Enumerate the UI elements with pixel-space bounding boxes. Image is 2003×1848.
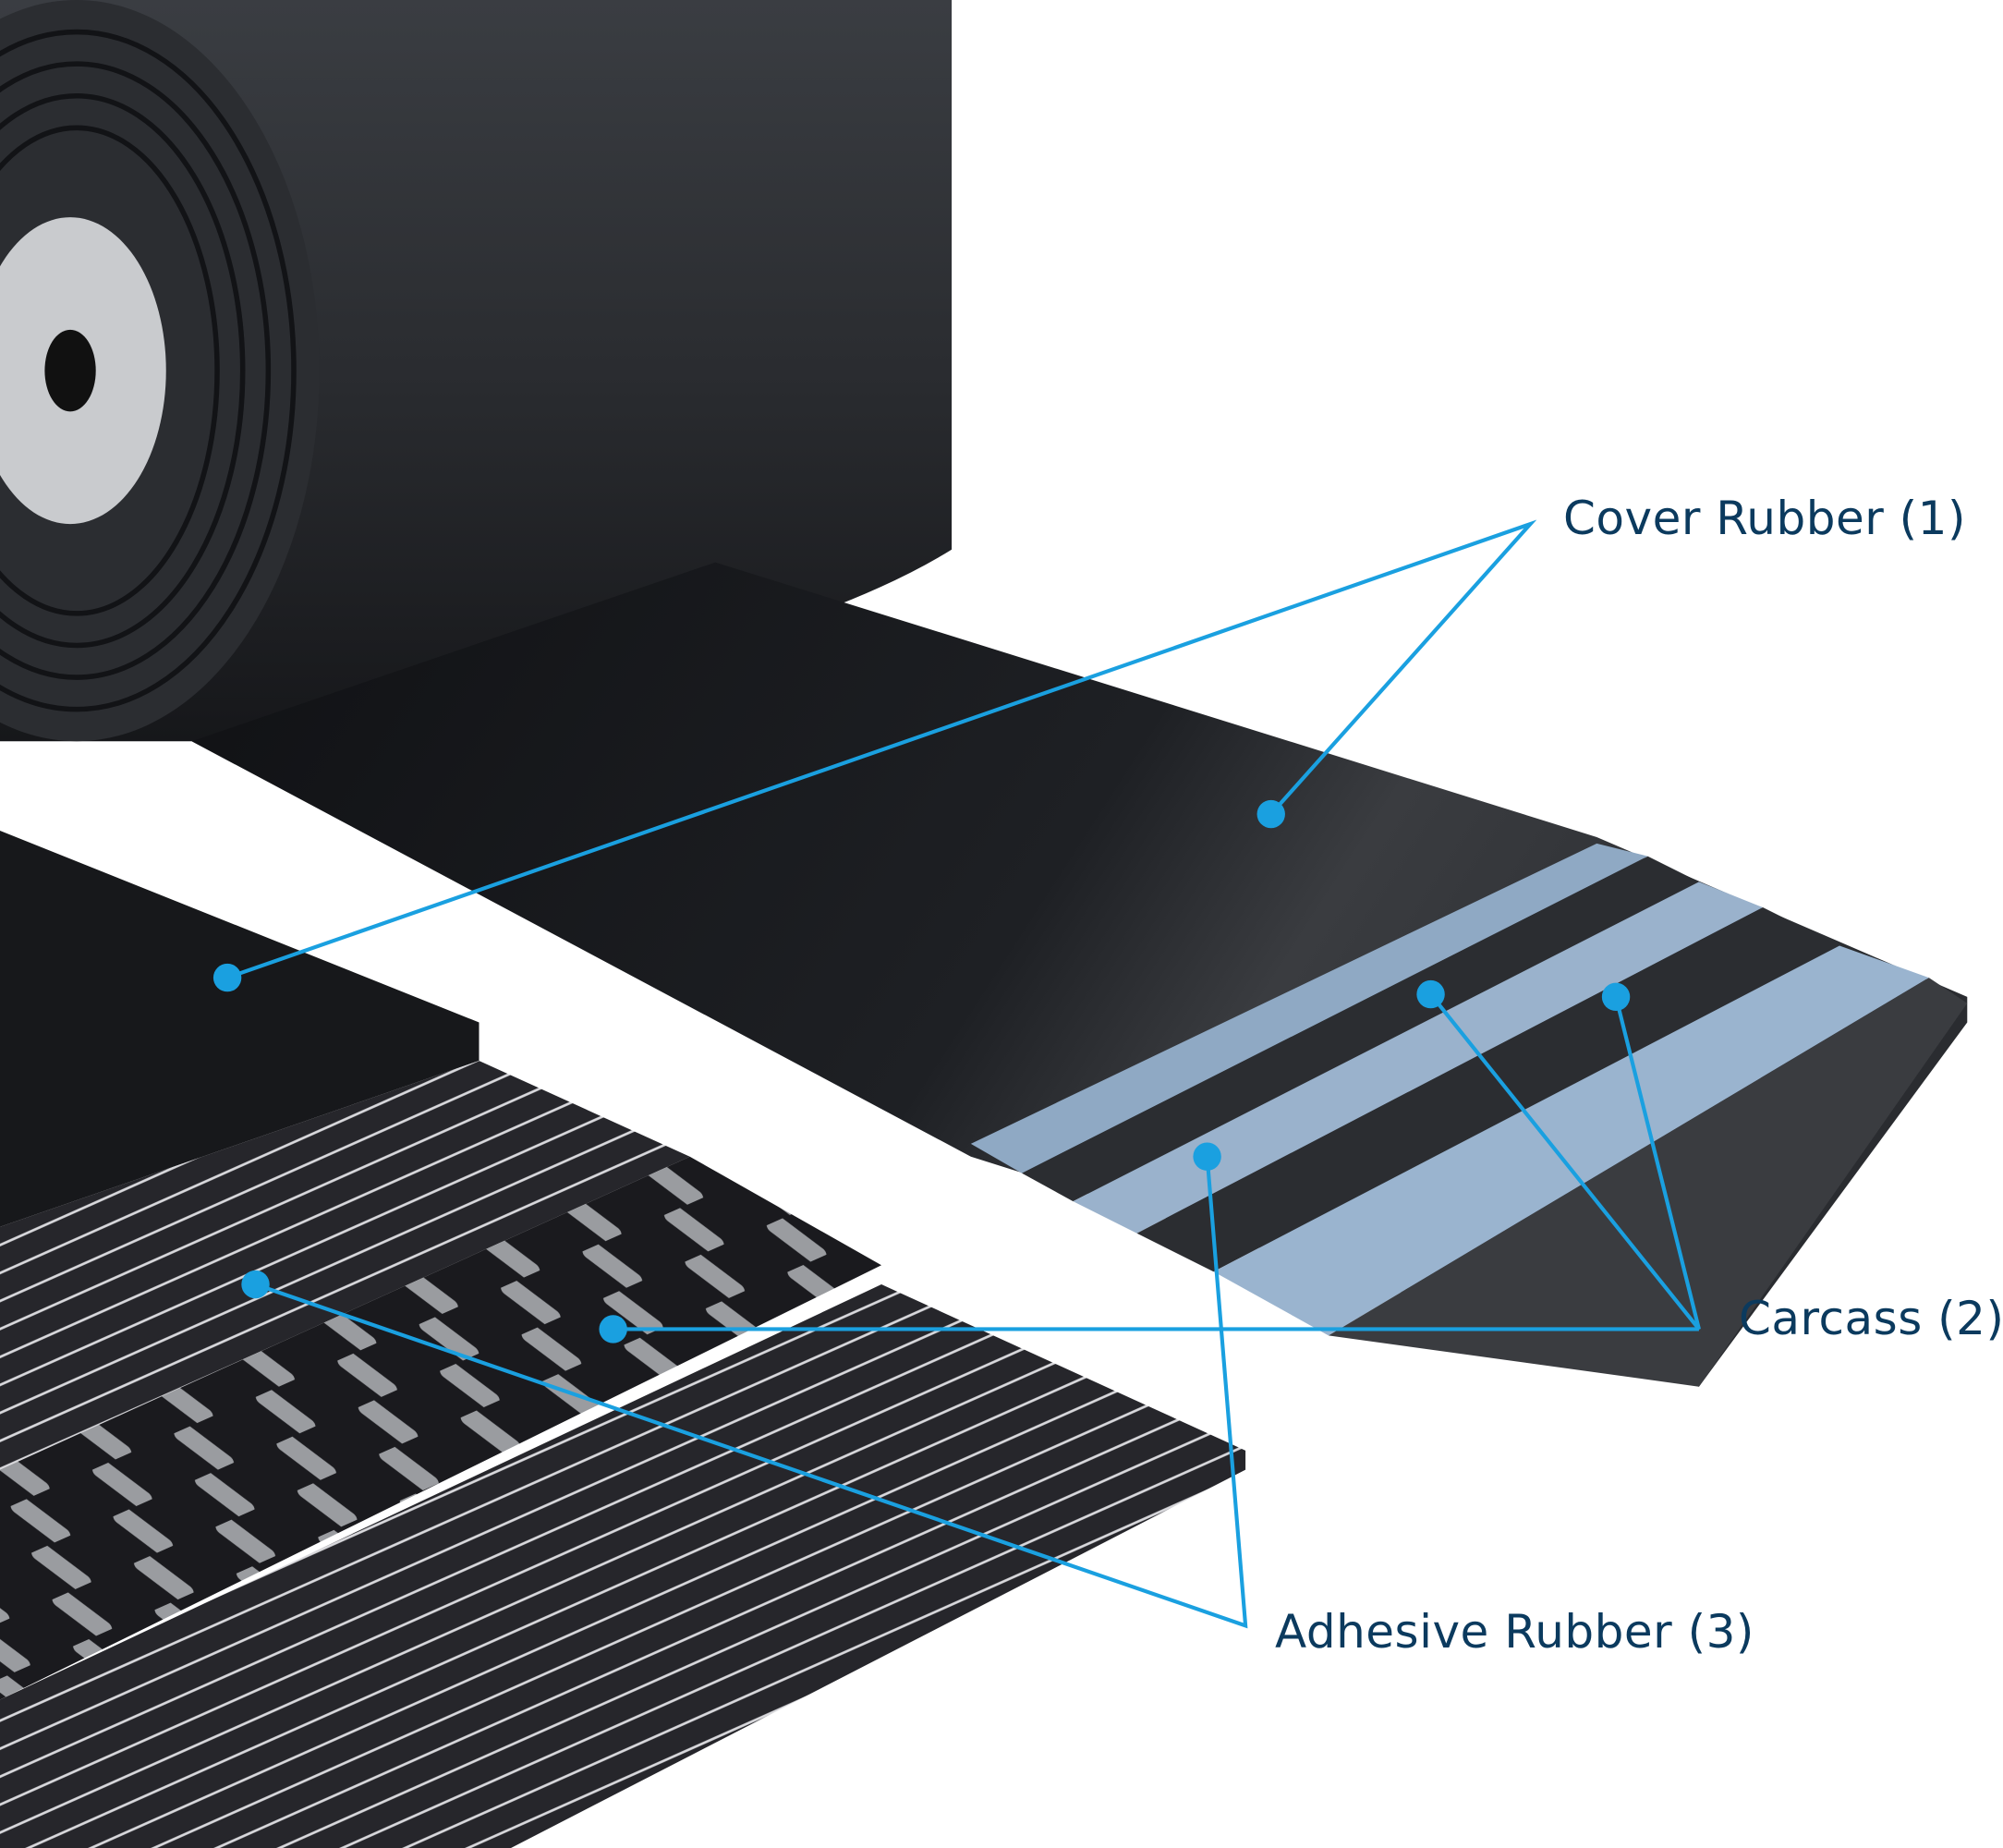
label-adhesive-rubber: Adhesive Rubber (3)	[1275, 1605, 1754, 1659]
callout-dots	[212, 799, 1631, 1343]
callout-lines	[226, 519, 1701, 1629]
label-carcass: Carcass (2)	[1739, 1292, 2003, 1345]
belt-roll	[0, 0, 953, 742]
flat-belt	[191, 562, 1968, 1387]
steel-cord-belt	[0, 831, 1246, 1848]
label-cover-rubber: Cover Rubber (1)	[1563, 492, 1967, 545]
